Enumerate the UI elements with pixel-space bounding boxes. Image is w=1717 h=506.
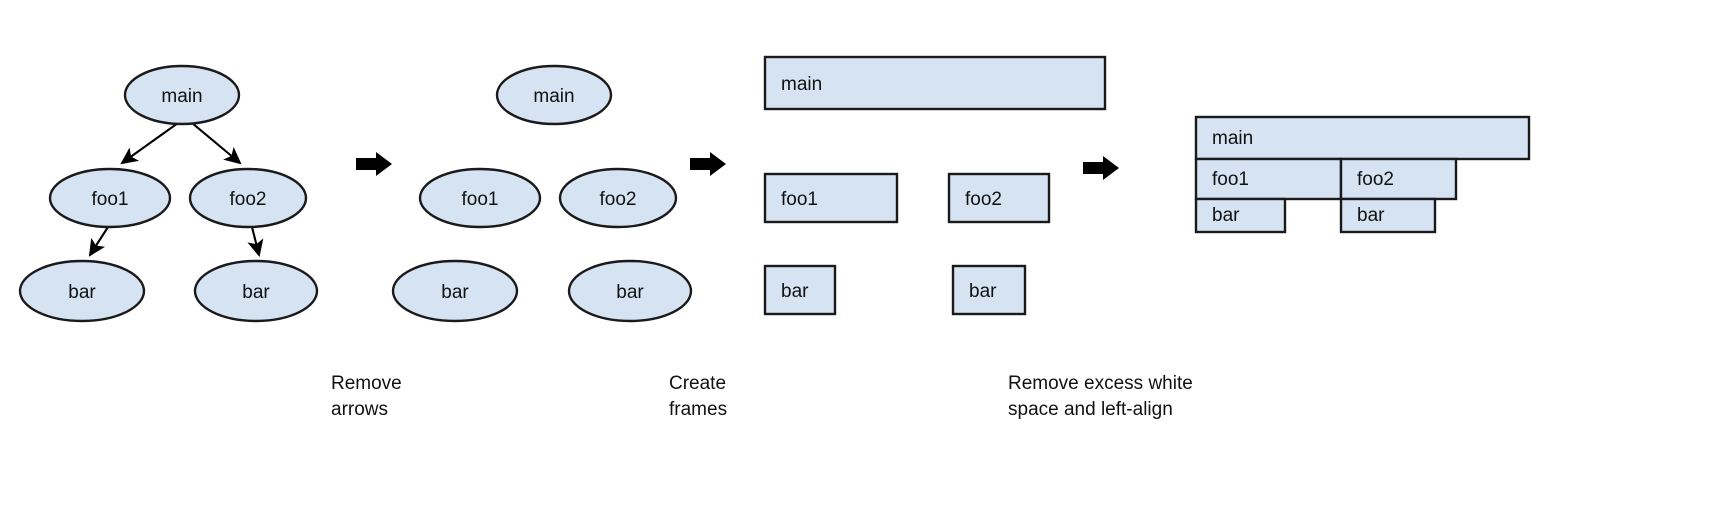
- block-bar-right[interactable]: bar: [1339, 197, 1437, 234]
- edge-foo1-bar: [88, 226, 109, 257]
- node-label: bar: [242, 282, 270, 303]
- frame-label: foo2: [965, 189, 1002, 210]
- panel-rect-frames: main foo1 foo2 bar bar: [763, 55, 1107, 316]
- node-label: foo1: [462, 189, 499, 210]
- node-foo2[interactable]: foo2: [188, 167, 308, 229]
- edge-foo2-bar: [247, 226, 264, 258]
- frame-bar-left[interactable]: bar: [763, 264, 837, 316]
- frame-bar-right[interactable]: bar: [951, 264, 1027, 316]
- block-foo2[interactable]: foo2: [1339, 157, 1458, 201]
- node-bar-left[interactable]: bar: [18, 259, 146, 323]
- node-foo1[interactable]: foo1: [418, 167, 542, 229]
- block-label: bar: [1357, 205, 1385, 226]
- frame-main[interactable]: main: [763, 55, 1107, 111]
- panel-ellipses-no-arrows: main foo1 foo2 bar bar: [391, 64, 693, 323]
- frame-label: foo1: [781, 189, 818, 210]
- node-label: bar: [68, 282, 96, 303]
- frame-label: bar: [781, 281, 809, 302]
- caption-remove-white-space: Remove excess white space and left-align: [1008, 373, 1193, 420]
- node-label: foo2: [600, 189, 637, 210]
- step-arrow-1-icon: [356, 152, 392, 176]
- node-label: foo1: [92, 189, 129, 210]
- block-foo1[interactable]: foo1: [1194, 157, 1343, 201]
- node-foo1[interactable]: foo1: [48, 167, 172, 229]
- block-label: bar: [1212, 205, 1240, 226]
- node-label: foo2: [230, 189, 267, 210]
- node-label: main: [161, 86, 202, 107]
- node-main[interactable]: main: [495, 64, 613, 126]
- node-bar-left[interactable]: bar: [391, 259, 519, 323]
- block-main[interactable]: main: [1194, 115, 1531, 161]
- block-bar-left[interactable]: bar: [1194, 197, 1287, 234]
- panel-tree-with-arrows: main foo1 foo2 bar bar: [18, 64, 319, 323]
- node-foo2[interactable]: foo2: [558, 167, 678, 229]
- edge-main-foo2: [191, 122, 242, 165]
- frame-foo1[interactable]: foo1: [763, 172, 899, 224]
- step-arrow-2-icon: [690, 152, 726, 176]
- node-bar-right[interactable]: bar: [567, 259, 693, 323]
- frame-foo2[interactable]: foo2: [947, 172, 1051, 224]
- node-label: main: [533, 86, 574, 107]
- frame-label: bar: [969, 281, 997, 302]
- panel-compact-left-aligned: main foo1 foo2 bar bar: [1194, 115, 1531, 234]
- block-label: foo1: [1212, 169, 1249, 190]
- node-main[interactable]: main: [123, 64, 241, 126]
- node-label: bar: [441, 282, 469, 303]
- block-label: main: [1212, 128, 1253, 149]
- frame-label: main: [781, 74, 822, 95]
- node-bar-right[interactable]: bar: [193, 259, 319, 323]
- edge-main-foo1: [120, 122, 179, 165]
- caption-create-frames: Create frames: [669, 373, 728, 420]
- step-arrow-3-icon: [1083, 156, 1119, 180]
- caption-remove-arrows: Remove arrows: [331, 373, 402, 420]
- block-label: foo2: [1357, 169, 1394, 190]
- node-label: bar: [616, 282, 644, 303]
